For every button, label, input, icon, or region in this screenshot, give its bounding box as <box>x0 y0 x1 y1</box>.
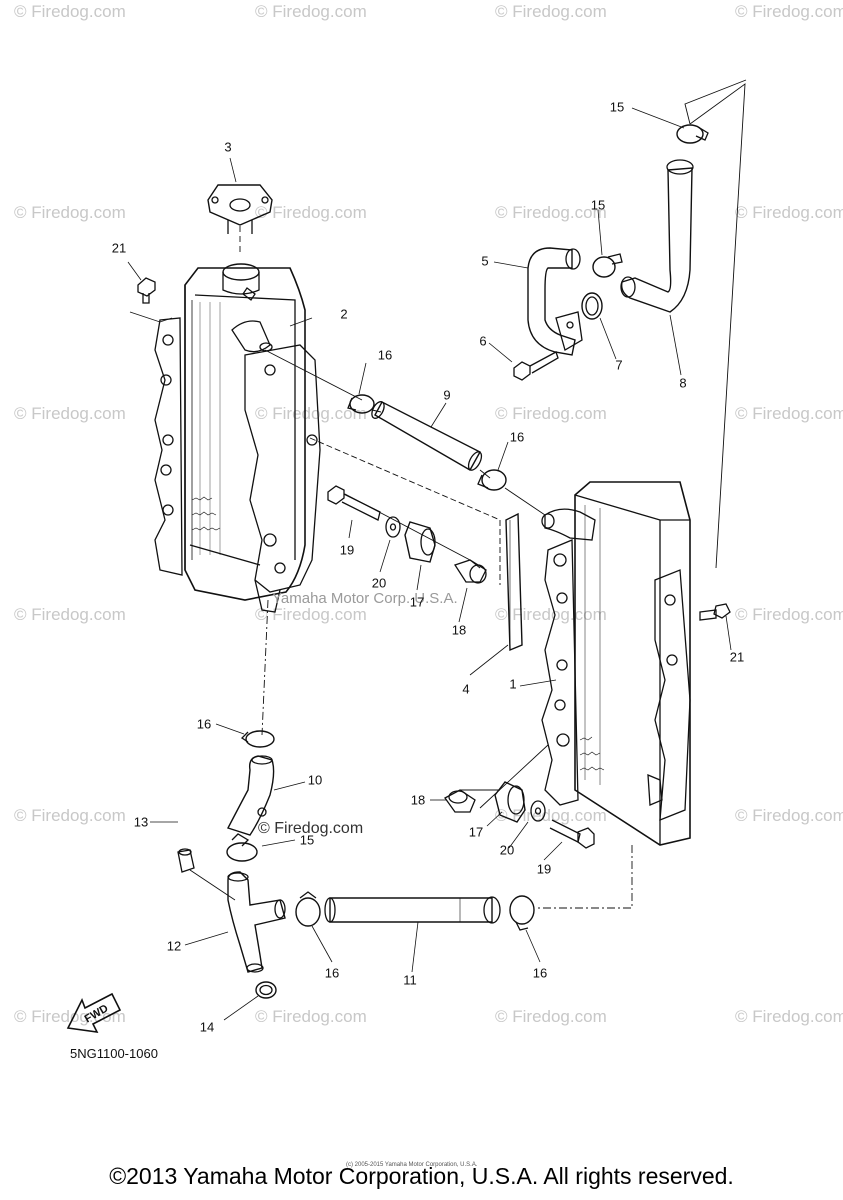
fwd-arrow-icon <box>66 992 122 1033</box>
callout-3: 3 <box>224 139 232 155</box>
watermark: © Firedog.com <box>14 404 126 423</box>
callout-15-mid: 15 <box>590 197 606 213</box>
callout-16-a: 16 <box>377 347 393 363</box>
callout-4: 4 <box>462 681 470 697</box>
collar-18-lower <box>444 789 476 813</box>
callout-20-lower: 20 <box>499 842 515 858</box>
callout-16-c: 16 <box>196 716 212 732</box>
callout-21-right: 21 <box>729 649 745 665</box>
callout-16-b: 16 <box>509 429 525 445</box>
seal-strip-4 <box>505 512 523 652</box>
watermark: © Firedog.com <box>14 2 126 21</box>
callout-18-lower: 18 <box>410 792 426 808</box>
clamp-16-left-mid <box>240 730 275 748</box>
o-ring-7 <box>581 292 603 320</box>
diagram-part-code: 5NG1100-1060 <box>70 1046 158 1061</box>
callout-7: 7 <box>615 357 623 373</box>
bolt-19-upper <box>327 485 381 521</box>
callout-19-lower: 19 <box>536 861 552 877</box>
damper-17-lower <box>494 781 526 823</box>
watermark: © Firedog.com <box>495 806 607 825</box>
clamp-16-lower-left <box>295 891 321 927</box>
watermark: © Firedog.com <box>14 605 126 624</box>
watermark: © Firedog.com <box>255 203 367 222</box>
callout-12: 12 <box>166 938 182 954</box>
callout-21-left: 21 <box>111 240 127 256</box>
watermark: © Firedog.com <box>255 404 367 423</box>
callout-1: 1 <box>509 676 517 692</box>
center-watermark: Yamaha Motor Corp. U.S.A. <box>272 590 458 607</box>
hose-8 <box>620 159 694 313</box>
callout-14: 14 <box>199 1019 215 1035</box>
callout-15-top: 15 <box>609 99 625 115</box>
watermark: © Firedog.com <box>255 2 367 21</box>
watermark: © Firedog.com <box>495 605 607 624</box>
watermark: © Firedog.com <box>735 2 843 21</box>
clamp-16-upper-left <box>347 394 375 414</box>
collar-18-upper <box>453 559 487 584</box>
inline-brand-mark: © Firedog.com <box>258 820 364 837</box>
watermark: © Firedog.com <box>735 605 843 624</box>
callout-6: 6 <box>479 333 487 349</box>
o-ring-14 <box>255 981 277 999</box>
callout-11: 11 <box>403 972 417 988</box>
watermark: © Firedog.com <box>735 203 843 222</box>
callout-13: 13 <box>133 814 149 830</box>
callout-2: 2 <box>340 306 348 322</box>
watermark: © Firedog.com <box>495 1007 607 1026</box>
callout-19-upper: 19 <box>339 542 355 558</box>
callout-20-upper: 20 <box>371 575 387 591</box>
bolt-21-left <box>137 277 156 304</box>
tiny-copyright: (c) 2005-2015 Yamaha Motor Corporation, … <box>346 1162 478 1168</box>
callout-16-e: 16 <box>532 965 548 981</box>
callout-5: 5 <box>481 253 489 269</box>
bolt-13 <box>177 848 195 873</box>
right-radiator <box>541 481 691 846</box>
callout-9: 9 <box>443 387 451 403</box>
watermark: © Firedog.com <box>495 404 607 423</box>
watermark: © Firedog.com <box>495 203 607 222</box>
copyright-footer: ©2013 Yamaha Motor Corporation, U.S.A. A… <box>109 1163 734 1189</box>
callout-10: 10 <box>307 772 323 788</box>
clamp-16-upper-right <box>477 469 507 491</box>
watermark: © Firedog.com <box>255 1007 367 1026</box>
hose-10 <box>226 755 275 836</box>
bolt-6 <box>513 351 559 381</box>
callout-16-d: 16 <box>324 965 340 981</box>
washer-20-lower <box>530 800 546 822</box>
joint-12 <box>227 871 286 973</box>
callout-15-lower: 15 <box>299 832 315 848</box>
callout-17-lower: 17 <box>468 824 484 840</box>
watermark: © Firedog.com <box>14 203 126 222</box>
assembly-guide-lines <box>189 79 747 909</box>
hose-5 <box>527 247 583 356</box>
watermark: © Firedog.com <box>735 806 843 825</box>
clamp-16-lower-right <box>509 895 535 931</box>
washer-20-upper <box>385 516 401 538</box>
watermark: © Firedog.com <box>14 806 126 825</box>
clamp-15-lower <box>226 833 258 862</box>
leader-lines <box>127 107 732 1021</box>
callout-8: 8 <box>679 375 687 391</box>
callout-17-upper: 17 <box>409 594 425 610</box>
radiator-cap <box>207 184 273 234</box>
callout-18-upper: 18 <box>451 622 467 638</box>
bolt-19-lower <box>549 819 595 849</box>
clamp-15-mid <box>592 253 623 278</box>
bolt-21-right <box>699 603 731 621</box>
hose-9 <box>371 401 483 471</box>
watermark: © Firedog.com <box>255 605 367 624</box>
clamp-15-top <box>676 124 709 144</box>
left-radiator <box>154 263 321 613</box>
hose-11 <box>324 896 501 924</box>
watermark: © Firedog.com <box>495 2 607 21</box>
watermark: © Firedog.com <box>735 1007 843 1026</box>
watermark: © Firedog.com <box>735 404 843 423</box>
